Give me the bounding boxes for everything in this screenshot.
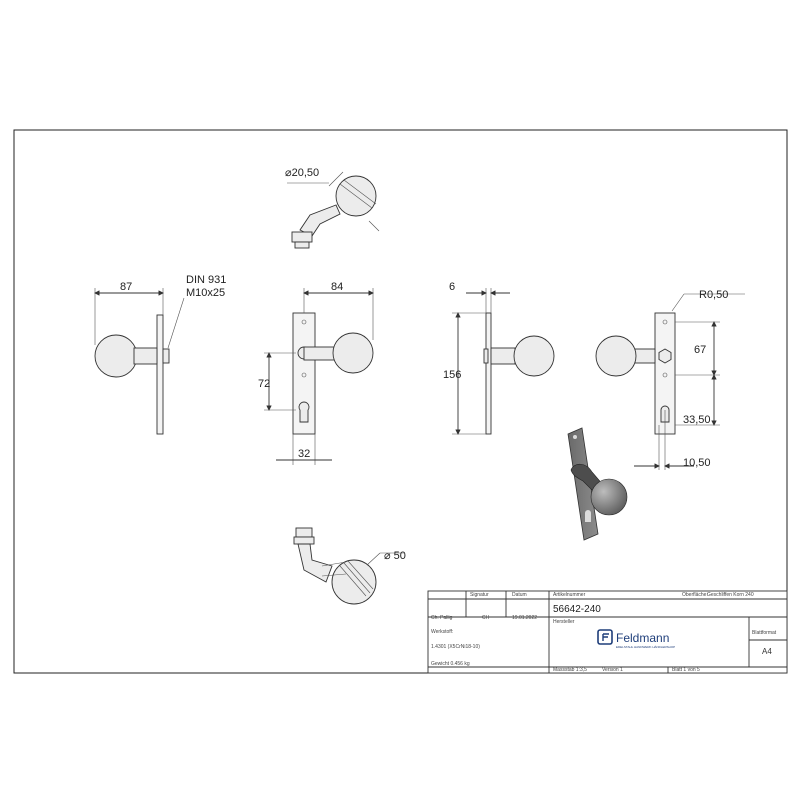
tb-weight: Gewicht 0.456 kg [431,661,470,667]
tb-header-surface-value: Geschliffen Korn 240 [707,592,754,598]
side-view-right: 6 156 [443,281,555,435]
bottom-view: ⌀ 50 [293,527,406,605]
dim-width-32: 32 [298,448,310,460]
dim-height-156: 156 [443,369,461,381]
feldmann-logo: Feldmann EDELSTAHL HANDWERK HÄNDLERSHOP [597,629,675,649]
dim-radius: R0,50 [699,289,728,301]
tb-material-label: Werkstoff: [431,629,453,635]
dim-ball-diameter-bottom: ⌀ 50 [384,550,406,562]
tb-scale: Massstab 1:3,5 [553,667,587,673]
logo-tagline: EDELSTAHL HANDWERK HÄNDLERSHOP [616,645,675,649]
tb-header-signature: Signatur [470,592,489,598]
drawing-frame [13,129,788,674]
dim-distance-10-50: 10,50 [683,457,711,469]
tb-header-surface-label: Oberfläche: [682,592,708,598]
tb-header-article: Artikelnummer [553,592,586,598]
tb-drawing-date: 19.01.2022 [512,615,537,621]
logo-wordmark: Feldmann [616,631,669,645]
din-label: DIN 931 [186,274,226,286]
tb-header-date: Datum [512,592,527,598]
tb-format-label: Blattformat [752,630,777,636]
top-view: ⌀20,50 [285,167,380,249]
tb-format-value: A4 [762,647,772,656]
dim-distance-33-50: 33,50 [683,414,711,426]
dim-width-84: 84 [331,281,343,293]
screw-size-label: M10x25 [186,287,225,299]
title-block: Signatur Datum Artikelnummer Oberfläche:… [427,590,788,674]
tb-manufacturer-label: Hersteller [553,619,575,625]
dim-distance-67: 67 [694,344,706,356]
tb-version: Version 1 [602,667,623,673]
isometric-render [567,427,628,541]
dim-thickness-6: 6 [449,281,455,293]
dim-ball-diameter-top: ⌀20,50 [285,167,319,179]
tb-sheet: Blatt 1 von 5 [672,667,700,673]
dim-width-87: 87 [120,281,132,293]
tb-part-number: 56642-240 [553,604,601,615]
tb-drafter-signature: CH [482,615,490,621]
dim-height-72: 72 [258,378,270,390]
rear-view: R0,50 67 33,50 10,50 [595,289,745,470]
tb-drafter-name: Ch. Pallig [431,615,453,621]
tb-material-value: 1.4301 (X5CrNi18-10) [431,644,480,650]
front-view: 84 72 32 [258,281,374,465]
side-view-left: 87 DIN 931 M10x25 [94,274,226,435]
